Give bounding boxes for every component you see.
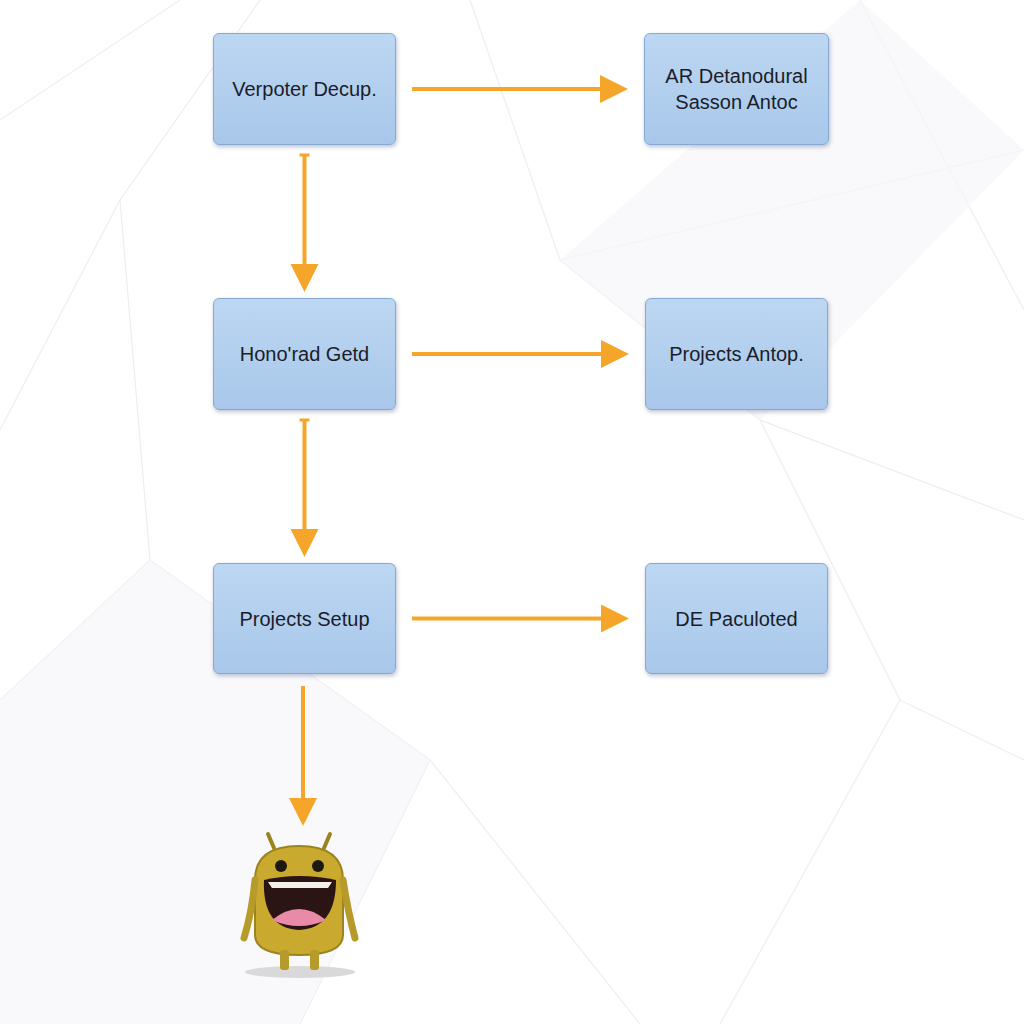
flow-arrow — [291, 420, 319, 557]
process-box: Projects Antop. — [645, 298, 828, 410]
flow-arrow — [412, 605, 629, 633]
box-label: Hono'rad Getd — [240, 341, 369, 367]
flow-arrow — [412, 75, 628, 103]
box-label: AR Detanodural Sasson Antoc — [657, 63, 816, 115]
box-label: Projects Antop. — [669, 341, 804, 367]
process-box: AR Detanodural Sasson Antoc — [644, 33, 829, 145]
mascot-arrow — [289, 686, 317, 826]
process-box: Projects Setup — [213, 563, 396, 674]
process-box: DE Paculoted — [645, 563, 828, 674]
box-label: DE Paculoted — [675, 606, 797, 632]
flow-arrow — [291, 155, 319, 292]
process-box: Verpoter Decup. — [213, 33, 396, 145]
process-box: Hono'rad Getd — [213, 298, 396, 410]
box-label: Projects Setup — [239, 606, 369, 632]
box-label: Verpoter Decup. — [232, 76, 377, 102]
flow-arrow — [412, 340, 629, 368]
